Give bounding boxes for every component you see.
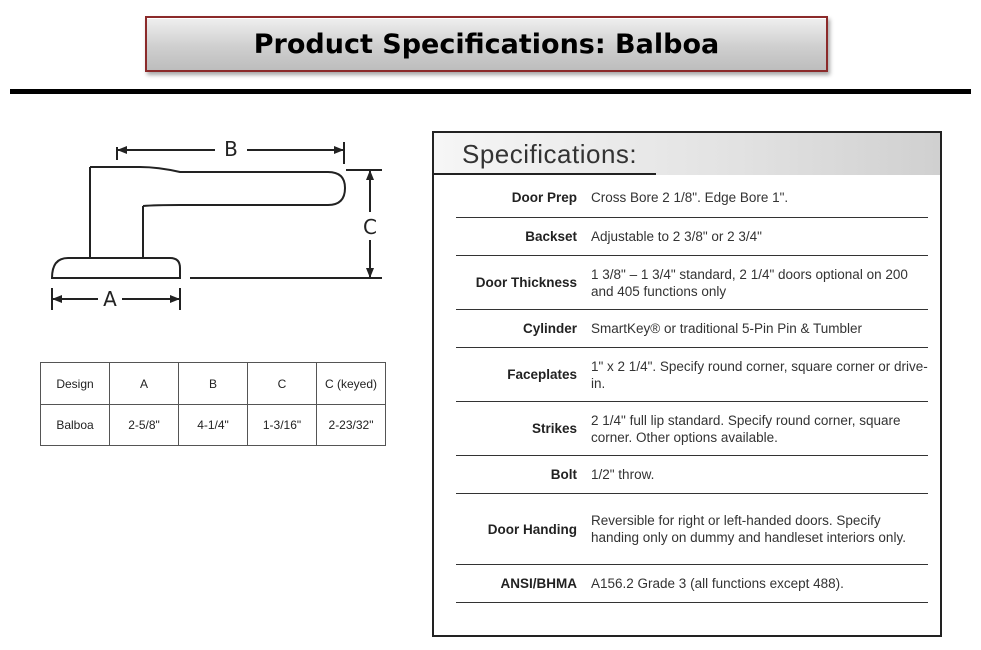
spec-row-door-prep: Door Prep Cross Bore 2 1/8". Edge Bore 1… [456, 177, 928, 218]
spec-label: ANSI/BHMA [500, 576, 578, 591]
heading-underline [434, 173, 656, 175]
spec-label: Door Handing [487, 521, 577, 537]
specifications-panel: Specifications: Door Prep Cross Bore 2 1… [432, 131, 942, 637]
table-cell: 2-23/32" [316, 404, 386, 446]
table-header-cell: C [247, 362, 317, 405]
table-row: Balboa 2-5/8" 4-1/4" 1-3/16" 2-23/32" [40, 404, 386, 446]
table-header-row: Design A B C C (keyed) [40, 362, 386, 405]
label-a: A [103, 287, 117, 311]
spec-row-cylinder: Cylinder SmartKey® or traditional 5-Pin … [456, 310, 928, 348]
dimensions-table: Design A B C C (keyed) Balboa 2-5/8" 4-1… [40, 362, 386, 446]
spec-value: SmartKey® or traditional 5-Pin Pin & Tum… [591, 321, 863, 336]
spec-label: Faceplates [507, 367, 577, 382]
spec-label: Door Prep [511, 189, 577, 205]
spec-value: 1" x 2 1/4". Specify round corner, squar… [591, 358, 928, 391]
table-cell: 4-1/4" [178, 404, 248, 446]
specifications-heading: Specifications: [462, 139, 638, 169]
spec-value: A156.2 Grade 3 (all functions except 488… [591, 576, 844, 591]
spec-value: 1 3/8" – 1 3/4" standard, 2 1/4" doors o… [591, 266, 908, 299]
spec-row-door-thickness: Door Thickness 1 3/8" – 1 3/4" standard,… [456, 256, 928, 310]
spec-label: Strikes [531, 421, 577, 436]
label-b: B [224, 137, 238, 161]
spec-row-backset: Backset Adjustable to 2 3/8" or 2 3/4" [456, 218, 928, 256]
table-cell: 2-5/8" [109, 404, 179, 446]
spec-rows: Door Prep Cross Bore 2 1/8". Edge Bore 1… [456, 177, 928, 603]
spec-row-faceplates: Faceplates 1" x 2 1/4". Specify round co… [456, 348, 928, 402]
table-header-cell: B [178, 362, 248, 405]
table-cell: 1-3/16" [247, 404, 317, 446]
spec-row-bolt: Bolt 1/2" throw. [456, 456, 928, 494]
table-header-cell: A [109, 362, 179, 405]
spec-label: Backset [525, 229, 577, 244]
spec-value: 1/2" throw. [591, 467, 655, 482]
spec-row-ansi-bhma: ANSI/BHMA A156.2 Grade 3 (all functions … [456, 565, 928, 603]
specifications-header: Specifications: [434, 133, 940, 175]
rose-outline [50, 257, 181, 279]
spec-value: Reversible for right or left-handed door… [591, 513, 906, 545]
lever-outline [90, 166, 347, 207]
spec-label: Bolt [550, 467, 577, 482]
spec-row-door-handing: Door Handing Reversible for right or lef… [456, 494, 928, 565]
header-rule [10, 89, 971, 94]
table-header-cell: C (keyed) [316, 362, 386, 405]
title-banner: Product Specifications: Balboa [145, 16, 828, 72]
label-c: C [363, 215, 377, 239]
lever-dimension-diagram: B C A [50, 137, 382, 311]
spec-label: Door Thickness [475, 275, 577, 290]
table-header-cell: Design [40, 362, 110, 405]
spec-value: Adjustable to 2 3/8" or 2 3/4" [591, 229, 762, 244]
table-cell: Balboa [40, 404, 110, 446]
spec-row-strikes: Strikes 2 1/4" full lip standard. Specif… [456, 402, 928, 456]
spec-value: Cross Bore 2 1/8". Edge Bore 1". [591, 189, 789, 205]
spec-value: 2 1/4" full lip standard. Specify round … [591, 412, 901, 445]
page-title: Product Specifications: Balboa [253, 28, 720, 60]
spec-label: Cylinder [522, 321, 577, 336]
